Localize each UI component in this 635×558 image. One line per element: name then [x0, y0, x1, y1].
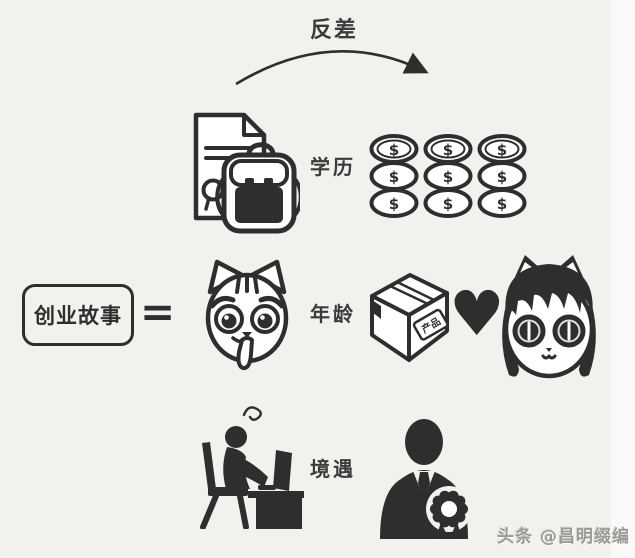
- right-margin: [611, 0, 635, 558]
- svg-text:$: $: [497, 195, 507, 213]
- svg-text:$: $: [443, 141, 453, 159]
- svg-text:$: $: [443, 168, 453, 186]
- dollar-coin-stacks-icon: $ $ $ $ $ $ $ $ $: [368, 132, 528, 222]
- svg-text:$: $: [389, 195, 399, 213]
- cat-girl-face-icon: [496, 253, 602, 383]
- heart-icon: ♥: [449, 277, 505, 350]
- row-label-age: 年龄: [310, 302, 356, 326]
- svg-text:$: $: [389, 168, 399, 186]
- row-label-situation: 境遇: [310, 457, 356, 481]
- equals-sign: =: [140, 287, 176, 336]
- svg-text:$: $: [443, 195, 453, 213]
- person-working-at-desk-icon: [186, 399, 304, 529]
- svg-text:$: $: [497, 168, 507, 186]
- businessman-with-award-icon: [375, 415, 477, 539]
- svg-text:$: $: [497, 141, 507, 159]
- story-title: 创业故事: [34, 304, 122, 328]
- row-label-education: 学历: [310, 155, 356, 179]
- story-title-box: 创业故事: [22, 284, 134, 346]
- product-box-icon: 产品: [364, 267, 454, 367]
- svg-text:$: $: [389, 141, 399, 159]
- contrast-arrow-icon: [224, 34, 444, 92]
- contrast-label: 反差: [309, 18, 358, 43]
- cat-face-icon: [197, 256, 297, 380]
- watermark: 头条 @昌明缀编: [497, 527, 630, 547]
- diploma-and-schoolbag-icon: [186, 106, 300, 236]
